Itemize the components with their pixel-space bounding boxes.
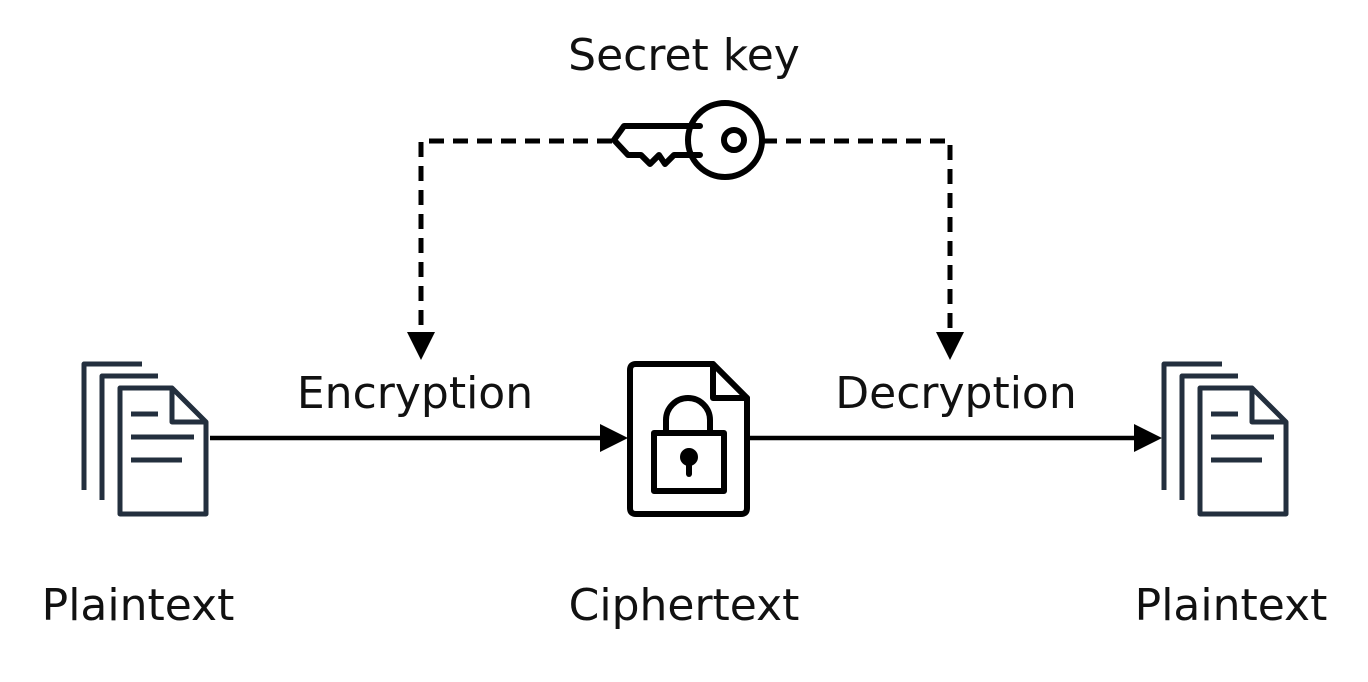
plaintext-output-label: Plaintext	[1134, 580, 1328, 631]
decryption-label: Decryption	[835, 368, 1077, 419]
key-icon	[611, 100, 765, 180]
key-connector-left-arrowhead	[407, 332, 435, 360]
locked-file-icon	[627, 361, 750, 517]
documents-icon	[81, 361, 209, 517]
key-connector-left	[418, 138, 612, 345]
secret-key-label: Secret key	[568, 30, 800, 81]
documents-icon	[1161, 361, 1289, 517]
key-connector-right	[762, 138, 953, 345]
ciphertext-label: Ciphertext	[568, 580, 800, 631]
decryption-arrowhead	[1134, 424, 1162, 452]
encryption-arrowhead	[600, 424, 628, 452]
encryption-label: Encryption	[296, 368, 534, 419]
plaintext-input-label: Plaintext	[41, 580, 235, 631]
key-connector-right-arrowhead	[936, 332, 964, 360]
